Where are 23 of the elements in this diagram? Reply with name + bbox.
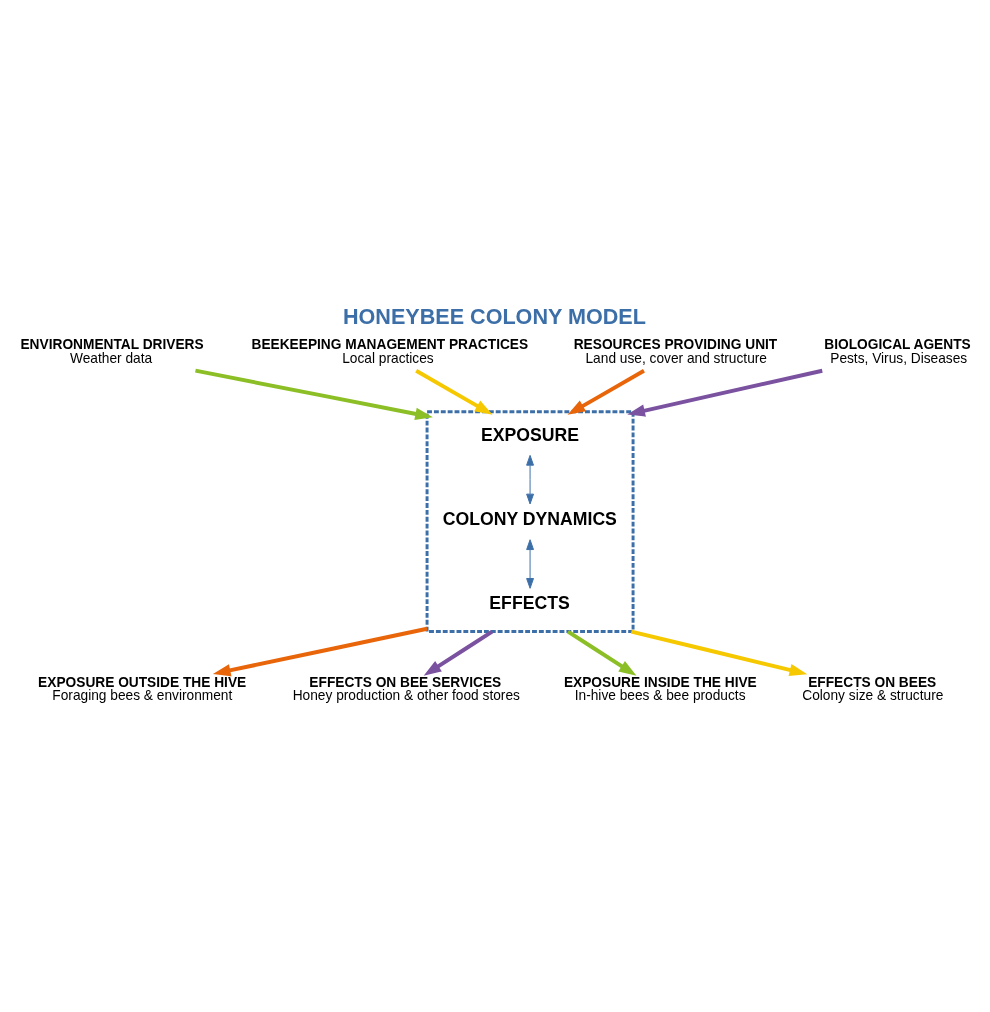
- node-text: EXPOSURE: [481, 424, 580, 445]
- node-text: EFFECTS: [489, 593, 570, 614]
- node-text: ENVIRONMENTAL DRIVERS Weather data: [20, 337, 204, 366]
- node-text: EFFECTS ON BEES Colony size & structure: [802, 674, 944, 704]
- arrow: [630, 629, 808, 676]
- node-text: BIOLOGICAL AGENTS Pests, Virus, Diseases: [824, 337, 971, 366]
- node-text: BEEKEEPING MANAGEMENT PRACTICES Local practices: [251, 337, 529, 366]
- arrow: [566, 629, 637, 676]
- node-text: EXPOSURE OUTSIDE THE HIVE Foraging bees & environment: [38, 674, 247, 704]
- arrow: [195, 368, 433, 420]
- node-text: RESOURCES PROVIDING UNIT Land use, cover and structure: [573, 337, 778, 366]
- arrow: [526, 454, 534, 505]
- arrow: [526, 539, 534, 589]
- node-text: COLONY DYNAMICS: [442, 509, 617, 530]
- arrow: [567, 369, 645, 415]
- arrow: [415, 369, 493, 415]
- arrow: [423, 629, 494, 676]
- arrow: [212, 626, 428, 677]
- node-text: EFFECTS ON BEE SERVICES Honey production & other food stores: [292, 674, 520, 704]
- arrow: [627, 368, 823, 417]
- cluster: [425, 410, 635, 634]
- node-text: EXPOSURE INSIDE THE HIVE In-hive bees & bee products: [563, 674, 757, 704]
- diagram-title: HONEYBEE COLONY MODEL: [342, 304, 646, 330]
